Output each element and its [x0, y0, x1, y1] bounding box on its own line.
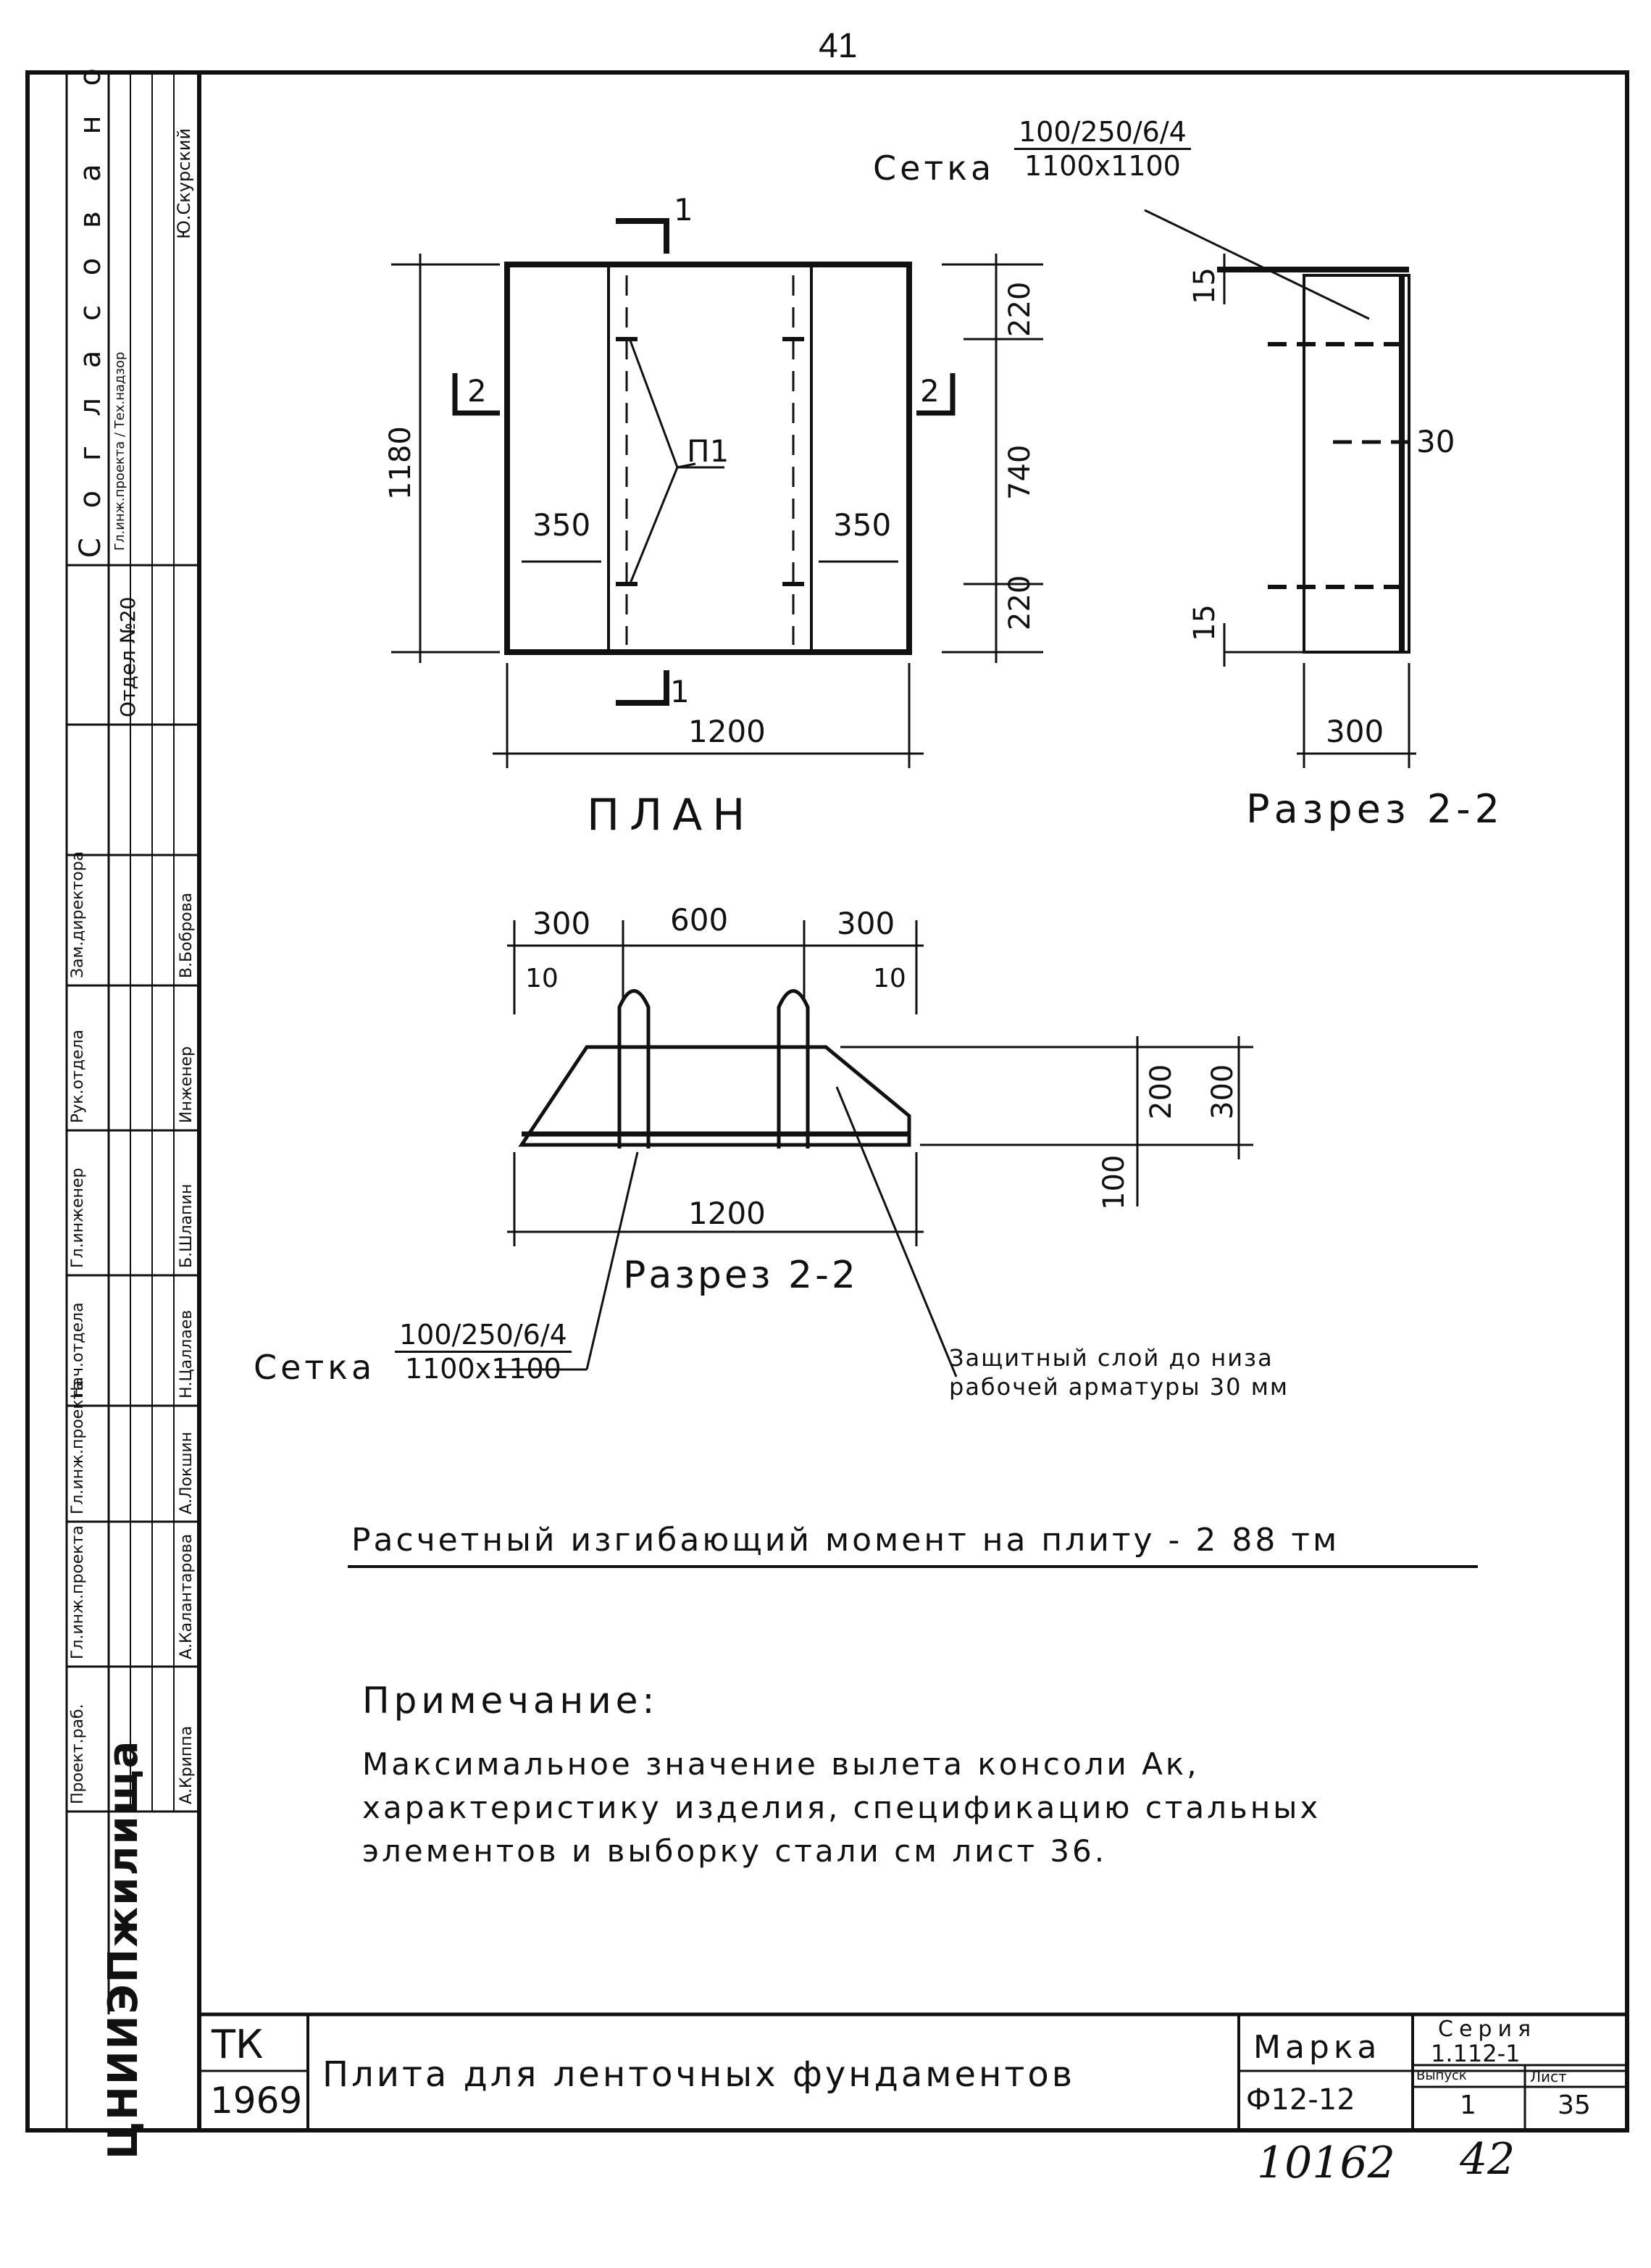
section-right-label: Разрез 2-2 [1246, 786, 1504, 832]
protective-layer-line-1: Защитный слой до низа [949, 1344, 1274, 1372]
section-right-outline [1303, 274, 1410, 654]
note-heading: Примечание: [362, 1680, 659, 1722]
section-bottom-dim-left: 300 [532, 906, 591, 941]
section-bottom-label: Разрез 2-2 [623, 1254, 858, 1297]
stamp-row-name: Инженер [177, 1046, 196, 1123]
stamp-row-name: А.Криппа [177, 1725, 196, 1804]
note-line-2: характеристику изделия, спецификацию ста… [362, 1790, 1321, 1825]
tb-issue-value: 1 [1460, 2090, 1476, 2120]
stamp-row-name: А.Локшин [177, 1431, 196, 1514]
section-bottom-dim-total: 1200 [688, 1196, 766, 1231]
mesh-top-label: Сетка [873, 149, 995, 188]
mesh-bottom-label: Сетка [254, 1348, 376, 1387]
stamp-approved-title: С о г л а с о в а н о [74, 58, 107, 558]
organization-logo-text: ЦНИИЭПжилища [100, 1739, 147, 2159]
tb-sheet-value: 35 [1558, 2090, 1591, 2120]
section-right-dim-width: 300 [1326, 714, 1384, 749]
mesh-leader [585, 1151, 639, 1370]
stamp-row-name: Б.Шлапин [177, 1183, 196, 1268]
tb-issue-label: Выпуск [1416, 2068, 1467, 2083]
stamp-row-role: Рук.отдела [69, 1029, 87, 1123]
stamp-name-top: Ю.Скурский [174, 128, 194, 239]
section-bottom-outline [518, 1045, 911, 1147]
plan-loop-mark: П1 [687, 433, 730, 469]
plan-cut-1-bottom: 1 [670, 674, 690, 709]
lifting-loop [777, 989, 810, 1148]
loop-leader [629, 467, 679, 584]
section-bottom-dim-h-bottom: 100 [1098, 1154, 1131, 1210]
section-bottom-dim-h-total: 300 [1206, 1064, 1240, 1120]
cut-mark-2 [916, 373, 956, 416]
stamp-row-role: Зам.директора [69, 851, 87, 978]
cut-mark-2 [452, 373, 500, 416]
plan-label: ПЛАН [587, 790, 756, 841]
plan-dim-top: 220 [1003, 281, 1037, 337]
plan-cut-1-top: 1 [674, 192, 693, 228]
loop-leader [629, 340, 696, 469]
mesh-bottom-fraction: 100/250/6/4 1100x1100 [395, 1319, 572, 1385]
bending-moment-text: Расчетный изгибающий момент на плиту - 2… [351, 1522, 1340, 1559]
footer-number-2: 42 [1460, 2134, 1516, 2185]
mesh-bottom-numerator: 100/250/6/4 [395, 1319, 572, 1353]
tb-marka-value: Ф12-12 [1246, 2083, 1355, 2117]
stamp-dept: Отдел №20 [116, 596, 140, 717]
stamp-row-role: Проект.раб. [69, 1704, 87, 1804]
plan-outline [504, 262, 912, 655]
section-bottom-dim-mid: 600 [670, 902, 729, 938]
note-line-1: Максимальное значение вылета консоли Ак, [362, 1746, 1200, 1782]
plan-cut-2-right: 2 [920, 373, 940, 409]
lifting-loop [617, 989, 651, 1148]
tb-marka-label: Марка [1253, 2029, 1382, 2066]
tb-series-value: 1.112-1 [1431, 2040, 1521, 2067]
plan-view [391, 218, 1043, 768]
section-right-dim-right: 30 [1416, 424, 1455, 459]
note-line-3: элементов и выборку стали см лист 36. [362, 1833, 1108, 1869]
protective-layer-line-2: рабочей арматуры 30 мм [949, 1373, 1289, 1401]
moment-underline [348, 1565, 1478, 1568]
tb-title: Плита для ленточных фундаментов [322, 2054, 1075, 2095]
section-right [1144, 209, 1416, 768]
tb-series-label: Серия [1438, 2017, 1537, 2042]
stamp-roles-top: Гл.инж.проекта / Тех.надзор [112, 351, 128, 551]
mesh-top-numerator: 100/250/6/4 [1014, 116, 1191, 150]
tb-year: 1969 [210, 2080, 303, 2122]
plan-dim-left: 350 [532, 507, 591, 543]
stamp-row-name: Н.Цаллаев [177, 1309, 196, 1398]
plan-dim-right: 350 [833, 507, 892, 543]
mesh-leader [1144, 209, 1370, 320]
mesh-top-fraction: 100/250/6/4 1100x1100 [1014, 116, 1191, 182]
section-bottom-dim-right-small: 10 [873, 964, 906, 993]
section-bottom-dim-h-top: 200 [1145, 1064, 1178, 1120]
plan-cut-2-left: 2 [467, 373, 487, 409]
tb-tk: ТК [212, 2022, 264, 2067]
stamp-row-role: Гл.инж.проекта [69, 1525, 87, 1659]
sheet-number-top: 41 [819, 27, 858, 65]
stamp-row-role: Гл.инженер [69, 1167, 87, 1268]
section-bottom-dim-left-small: 10 [525, 964, 559, 993]
cut-mark-1 [616, 218, 669, 254]
plan-dim-bottom: 220 [1003, 575, 1037, 630]
mesh-bottom-denominator: 1100x1100 [404, 1353, 561, 1385]
section-right-dim-bottom: 15 [1188, 604, 1221, 641]
mesh-top-denominator: 1100x1100 [1024, 150, 1181, 182]
section-bottom-dim-right: 300 [837, 906, 895, 941]
stamp-row-name: В.Боброва [177, 892, 196, 978]
cut-mark-1 [616, 670, 669, 706]
sheet-frame [25, 70, 1629, 2132]
stamp-row-role: Гл.инж.проекта [69, 1380, 87, 1514]
stamp-row-name: А.Калантарова [177, 1533, 196, 1659]
plan-dim-width: 1200 [688, 714, 766, 749]
tb-sheet-label: Лист [1530, 2068, 1567, 2085]
section-bottom [496, 920, 1253, 1377]
footer-number-1: 10162 [1257, 2138, 1395, 2188]
layer-leader [835, 1086, 958, 1377]
plan-dim-height: 1180 [384, 426, 417, 500]
plan-dim-mid: 740 [1003, 444, 1037, 500]
section-right-dim-top: 15 [1188, 267, 1221, 304]
